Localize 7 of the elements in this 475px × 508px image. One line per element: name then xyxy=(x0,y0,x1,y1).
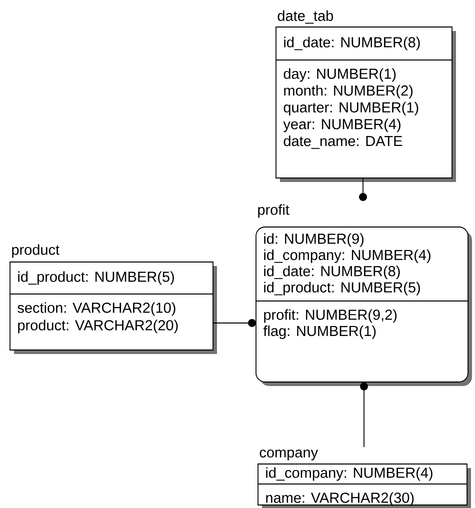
table-name: product xyxy=(12,244,60,258)
relationship-line xyxy=(360,382,368,448)
table-name: company xyxy=(260,450,318,460)
relationship-line xyxy=(359,178,367,201)
relationship-line xyxy=(212,319,256,327)
table-name: profit xyxy=(258,204,290,218)
table-name: date_tab xyxy=(278,10,334,24)
